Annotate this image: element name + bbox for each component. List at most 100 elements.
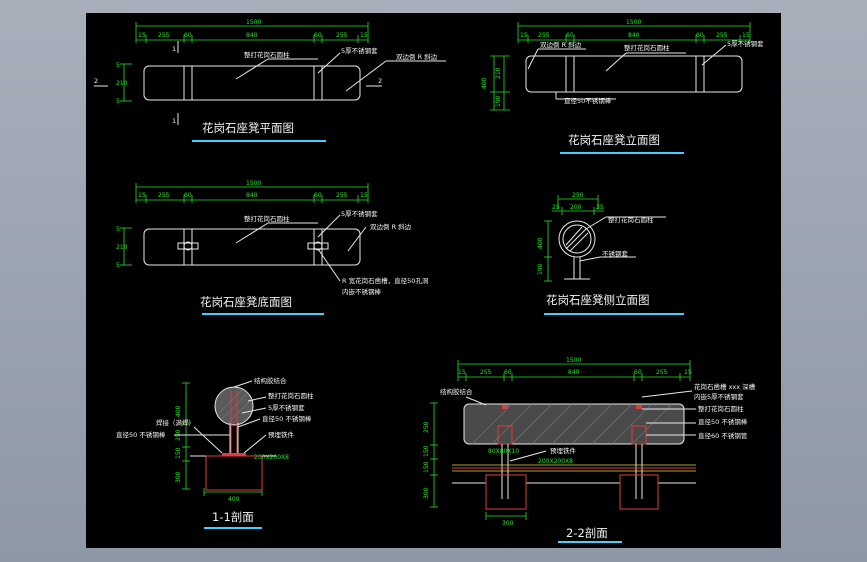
sec2-note: 直径60 不锈钢管 xyxy=(698,431,748,440)
plan-dim: 840 xyxy=(246,32,258,39)
sec1-note: 预埋铁件 xyxy=(268,430,295,439)
sec1-note: 整打花岗石圆柱 xyxy=(268,391,314,400)
bottom-side-dim: 210 xyxy=(116,244,128,251)
plan-side-dim: 210 xyxy=(116,80,128,87)
bottom-dim: 60 xyxy=(184,192,192,199)
elev-dim: 15 xyxy=(520,32,528,39)
side-note: 不锈钢套 xyxy=(602,249,629,258)
bench-elevation-outline xyxy=(525,55,743,93)
sec1-note: 直径50 不锈钢棒 xyxy=(262,414,312,423)
sec1-note: 结构胶结合 xyxy=(254,376,287,385)
section-mark: 1 xyxy=(172,117,176,125)
elev-dim: 60 xyxy=(696,32,704,39)
plan-note: 5厚不锈钢套 xyxy=(341,46,378,55)
plan-note: 整打花岗石圆柱 xyxy=(244,50,290,59)
sec2-note: 结构胶结合 xyxy=(440,387,473,396)
bottom-dim: 15 xyxy=(138,192,146,199)
bottom-note: 整打花岗石圆柱 xyxy=(244,214,290,223)
bench-plan-outline xyxy=(143,65,361,101)
elev-side-dim: 190 xyxy=(495,95,502,107)
plan-dim: 255 xyxy=(336,32,348,39)
drawing-canvas[interactable]: 1500 15 255 60 840 60 255 15 5 210 5 1 1… xyxy=(86,13,781,548)
sec1-bottom-dim: 400 xyxy=(228,496,240,503)
sec1-dim: 400 xyxy=(175,405,182,417)
plan-side-dim: 5 xyxy=(116,98,120,105)
section-1-1: 400 250 150 300 400 200X200X8 结构胶结合 整打花岗… xyxy=(116,376,314,529)
sec1-plate-label: 200X200X8 xyxy=(254,454,289,461)
plan-view: 1500 15 255 60 840 60 255 15 5 210 5 1 1… xyxy=(94,19,446,142)
bottom-view: 1500 15 255 60 840 60 255 15 5 210 5 整打花… xyxy=(116,180,429,315)
plan-dim: 60 xyxy=(314,32,322,39)
sec2-bottom-dim: 300 xyxy=(502,520,514,527)
sec1-cylinder xyxy=(214,386,254,426)
sec1-dim: 300 xyxy=(175,471,182,483)
section-mark: 2 xyxy=(94,77,98,85)
side-note: 整打花岗石圆柱 xyxy=(608,215,654,224)
elev-dim: 15 xyxy=(742,32,750,39)
sec1-dim: 150 xyxy=(175,447,182,459)
sec2-total-dim: 1500 xyxy=(566,357,581,364)
sec2-note: 整打花岗石圆柱 xyxy=(698,404,744,413)
sec2-side-dim: 300 xyxy=(423,487,430,499)
sec2-dim: 60 xyxy=(504,369,512,376)
section-mark: 1 xyxy=(172,45,176,53)
sec2-note: 直径50 不锈钢棒 xyxy=(698,417,748,426)
sec1-note: 5厚不锈钢套 xyxy=(268,403,305,412)
sec2-plate-label: 200X200X8 xyxy=(538,458,573,465)
bottom-note: 5厚不锈钢套 xyxy=(341,209,378,218)
sec2-seat-slab xyxy=(463,403,685,445)
elev-side-dim: 400 xyxy=(481,77,488,89)
sec1-footing xyxy=(205,455,263,491)
bottom-side-dim: 5 xyxy=(116,262,120,269)
sec2-dim: 840 xyxy=(568,369,580,376)
sec2-dim: 15 xyxy=(684,369,692,376)
side-dim: 200 xyxy=(570,204,582,211)
sec2-plate-label: 80X80X10 xyxy=(488,448,519,455)
elev-dim: 60 xyxy=(566,32,574,39)
elev-total-dim: 1500 xyxy=(626,19,641,26)
side-dim: 250 xyxy=(572,192,584,199)
bottom-note: R 宽花岗石凿槽，直径50孔洞 xyxy=(342,276,429,285)
sec2-dim: 60 xyxy=(634,369,642,376)
elev-note: 整打花岗石圆柱 xyxy=(624,43,670,52)
elevation-title: 花岗石座凳立面图 xyxy=(568,133,660,147)
sec1-title: 1-1剖面 xyxy=(212,510,254,524)
bottom-dim: 840 xyxy=(246,192,258,199)
sec2-side-dim: 250 xyxy=(423,421,430,433)
sec2-note: 内嵌5厚不锈钢套 xyxy=(694,392,744,401)
side-dim: 25 xyxy=(552,204,560,211)
elev-dim: 255 xyxy=(538,32,550,39)
plan-side-dim: 5 xyxy=(116,62,120,69)
plan-title: 花岗石座凳平面图 xyxy=(202,121,294,135)
elevation-view: 1500 15 255 60 840 60 255 15 400 210 190… xyxy=(481,19,764,154)
sec1-plate xyxy=(222,453,246,456)
sec1-note: 直径50 不锈钢棒 xyxy=(116,430,166,439)
sec1-note: 焊接（满焊） xyxy=(156,418,195,427)
section-mark: 2 xyxy=(378,77,382,85)
bottom-dim: 15 xyxy=(360,192,368,199)
plan-dim: 15 xyxy=(138,32,146,39)
sec2-note: 花岗石凿槽 xxx 深槽 xyxy=(694,382,756,391)
plan-total-dim: 1500 xyxy=(246,19,261,26)
bottom-dim: 60 xyxy=(314,192,322,199)
seat-cylinder-profile xyxy=(558,220,596,258)
bottom-side-dim: 5 xyxy=(116,226,120,233)
sec2-title: 2-2剖面 xyxy=(566,526,608,540)
sec2-side-dim: 150 xyxy=(423,445,430,457)
elev-dim: 255 xyxy=(716,32,728,39)
plan-dim: 15 xyxy=(360,32,368,39)
plan-dim: 60 xyxy=(184,32,192,39)
sec2-dim: 255 xyxy=(480,369,492,376)
bench-bottom-outline xyxy=(143,228,361,266)
sec2-dim: 255 xyxy=(656,369,668,376)
plan-note: 双边倒 R 斜边 xyxy=(396,52,438,61)
bottom-dim: 255 xyxy=(336,192,348,199)
bottom-note: 双边倒 R 斜边 xyxy=(370,222,412,231)
bottom-total-dim: 1500 xyxy=(246,180,261,187)
side-dim: 25 xyxy=(596,204,604,211)
side-title: 花岗石座凳侧立面图 xyxy=(546,293,650,307)
bottom-note: 内嵌不锈钢棒 xyxy=(342,287,382,296)
side-side-dim: 400 xyxy=(537,237,544,249)
bottom-title: 花岗石座凳底面图 xyxy=(200,295,292,309)
